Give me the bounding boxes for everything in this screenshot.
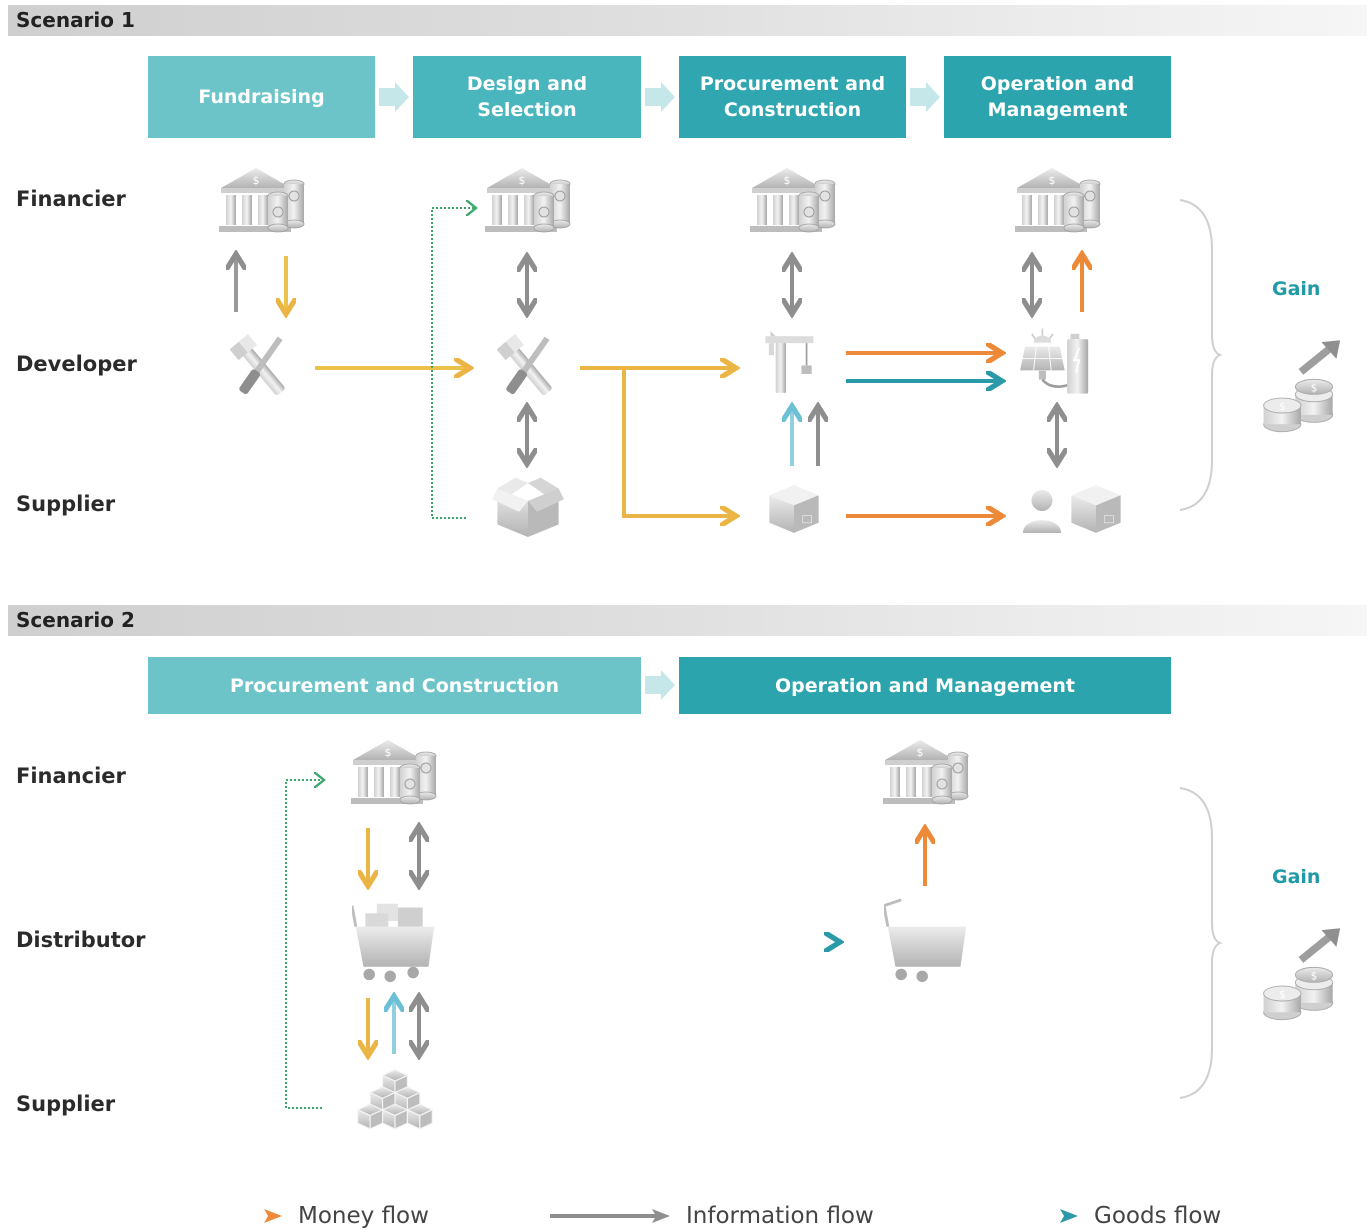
information-flow-arrow-icon [550,1209,670,1223]
role-distributor: Distributor [16,928,146,952]
scenario-2-title: Scenario 2 [16,608,135,632]
legend-money-flow: Money flow [160,1198,440,1232]
scenario-1-title: Scenario 1 [16,8,135,32]
phase-design-selection: Design and Selection [413,56,641,138]
phase-procurement-construction: Procurement and Construction [148,657,641,714]
dotted-link [431,208,474,519]
phase-procurement-construction: Procurement and Construction [679,56,906,138]
money-flow-arrow-icon [162,1209,282,1223]
role-supplier: Supplier [16,492,116,516]
goods-flow-arrow-icon [958,1209,1078,1223]
role-supplier: Supplier [16,1092,116,1116]
phase-operation-management: Operation and Management [944,56,1171,138]
legend-information-flow: Information flow [548,1198,878,1232]
gain-label: Gain [1272,278,1321,300]
money-flow-arrow [622,368,734,516]
phase-operation-management: Operation and Management [679,657,1171,714]
phase-fundraising: Fundraising [148,56,375,138]
scenario-2-header-bar: Scenario 2 [8,605,1367,636]
role-developer: Developer [16,352,137,376]
legend-goods-label: Goods flow [1094,1203,1222,1229]
gain-brace [1179,199,1223,511]
role-financier: Financier [16,187,126,211]
gain-brace [1179,787,1223,1099]
role-financier: Financier [16,764,126,788]
dotted-link [285,780,322,1109]
legend-money-label: Money flow [298,1203,429,1229]
legend-goods-flow: Goods flow [956,1198,1256,1232]
legend-information-label: Information flow [686,1203,874,1229]
gain-label: Gain [1272,866,1321,888]
scenario-1-header-bar: Scenario 1 [8,5,1367,36]
